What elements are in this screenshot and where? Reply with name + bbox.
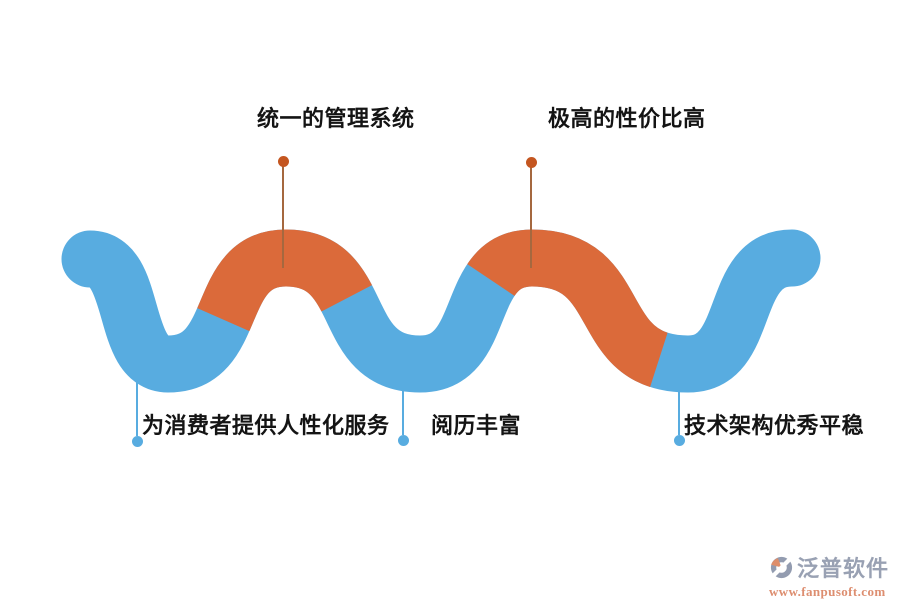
- callout-label: 统一的管理系统: [257, 106, 415, 131]
- fanpu-watermark: 泛普软件 www.fanpusoft.com: [769, 551, 899, 600]
- callout-label: 极高的性价比高: [548, 106, 706, 131]
- callout-dot: [397, 434, 409, 446]
- callout-dot: [277, 155, 289, 167]
- brand-name: 泛普软件: [797, 556, 890, 581]
- callout-label: 技术架构优秀平稳: [684, 413, 865, 438]
- callout-label: 阅历丰富: [431, 413, 522, 438]
- callout-line: [530, 167, 532, 268]
- callout-line: [678, 389, 680, 435]
- callout-line: [136, 382, 138, 436]
- callout-label: 为消费者提供人性化服务: [142, 413, 390, 438]
- callout-dot: [131, 435, 143, 447]
- callout-line: [282, 166, 284, 268]
- fanpu-watermark-row: 泛普软件: [769, 551, 899, 583]
- callout-dot: [525, 156, 537, 168]
- wave-ribbon-blue-stroke: [61, 229, 821, 393]
- brand-url: www.fanpusoft.com: [769, 584, 886, 599]
- fanpu-logo-icon: [769, 554, 794, 580]
- callout-dot: [673, 434, 685, 446]
- callout-line: [402, 387, 404, 435]
